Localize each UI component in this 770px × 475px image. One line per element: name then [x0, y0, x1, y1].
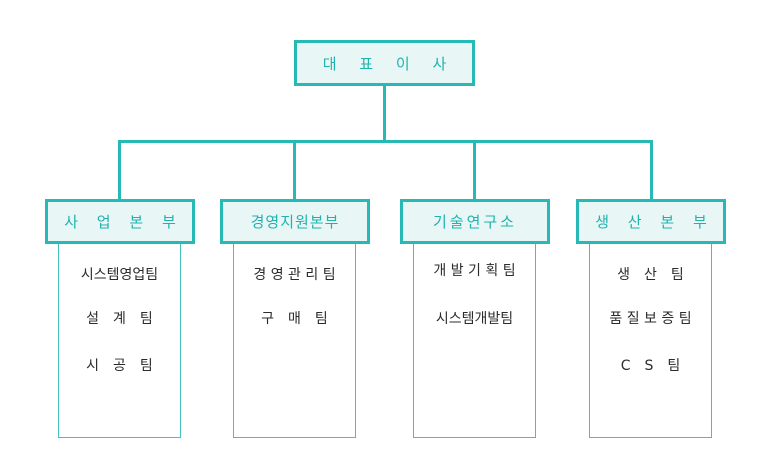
division-box-research-lab: 기술연구소 — [400, 199, 550, 244]
division-label: 생 산 본 부 — [595, 213, 714, 231]
team-list-production: 생 산 팀 품 질 보 증 팀 C S 팀 — [589, 244, 712, 438]
division-1-drop-line — [118, 140, 121, 200]
team-item: 품 질 보 증 팀 — [609, 311, 692, 327]
team-list-management-support: 경 영 관 리 팀 구 매 팀 — [233, 244, 356, 438]
horizontal-bus-line — [118, 140, 653, 143]
team-item: 구 매 팀 — [261, 311, 328, 327]
team-item: 시스템개발팀 — [435, 311, 514, 327]
team-item: C S 팀 — [620, 358, 681, 374]
team-item: 시 공 팀 — [86, 358, 153, 374]
division-4-drop-line — [650, 140, 653, 200]
team-item: 경 영 관 리 팀 — [253, 267, 336, 283]
team-item: 개 발 기 획 팀 — [433, 263, 516, 279]
team-list-research-lab: 개 발 기 획 팀 시스템개발팀 — [413, 244, 536, 438]
team-item: 시스템영업팀 — [80, 267, 159, 283]
ceo-stem-line — [383, 86, 386, 142]
division-box-management-support: 경영지원본부 — [220, 199, 370, 244]
division-label: 기술연구소 — [432, 213, 517, 231]
team-item: 생 산 팀 — [617, 267, 684, 283]
division-box-production: 생 산 본 부 — [576, 199, 726, 244]
team-item: 설 계 팀 — [86, 311, 153, 327]
division-3-drop-line — [473, 140, 476, 200]
team-list-business: 시스템영업팀 설 계 팀 시 공 팀 — [58, 244, 181, 438]
ceo-box: 대 표 이 사 — [294, 40, 475, 86]
division-label: 경영지원본부 — [250, 213, 340, 231]
division-box-business: 사 업 본 부 — [45, 199, 195, 244]
division-label: 사 업 본 부 — [64, 213, 183, 231]
ceo-label: 대 표 이 사 — [322, 54, 456, 73]
division-2-drop-line — [293, 140, 296, 200]
